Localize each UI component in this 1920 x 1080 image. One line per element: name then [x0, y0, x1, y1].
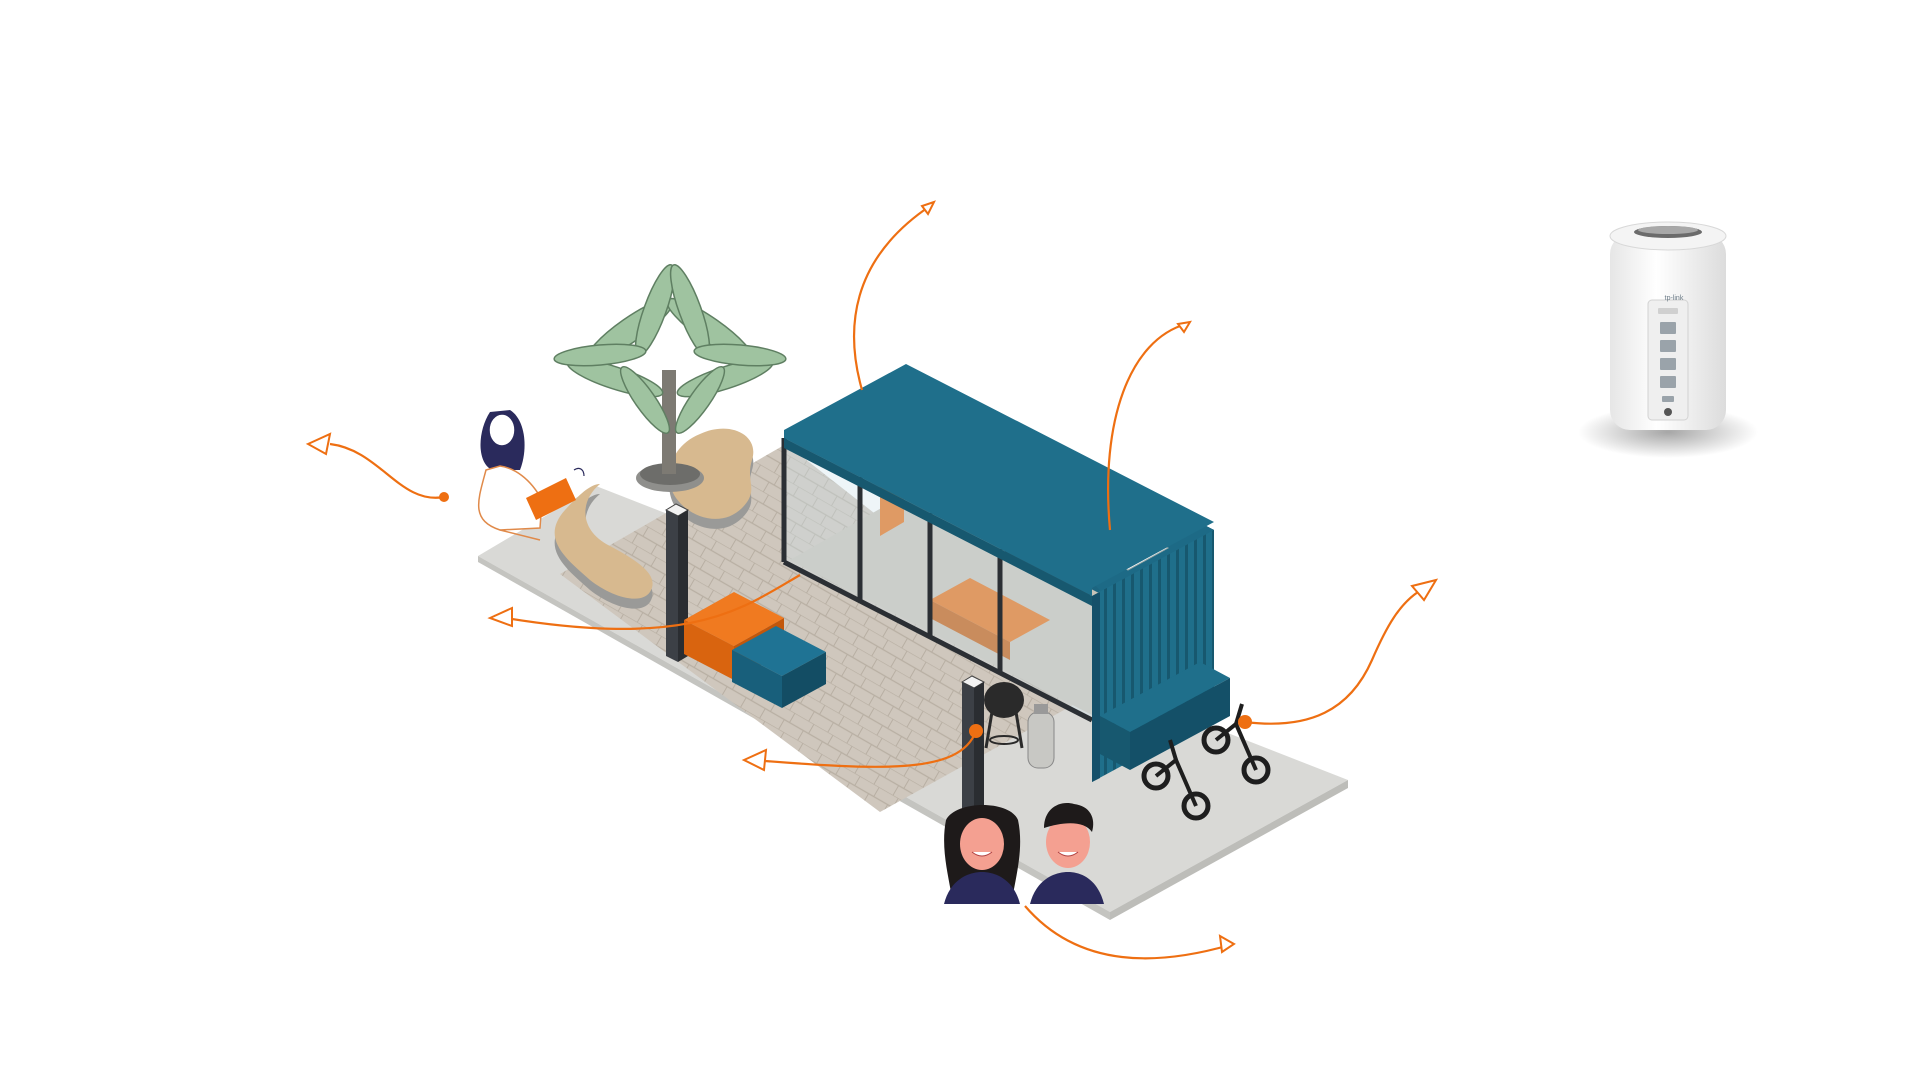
router-brand-label: tp-link	[1665, 295, 1684, 302]
signal-arrow-icon	[853, 205, 931, 391]
gas-cylinder-icon	[1027, 704, 1055, 769]
e-bike-icon	[1141, 703, 1271, 821]
curved-bench-left	[554, 484, 653, 609]
couple-avatars-icon	[944, 803, 1104, 904]
signal-arrow-icon	[1244, 587, 1426, 725]
signal-arrows	[329, 205, 1426, 960]
signal-arrow-icon	[751, 730, 978, 768]
shipping-container	[781, 364, 1214, 782]
glass-front	[781, 438, 1094, 723]
signal-arrow-heads	[305, 200, 1439, 954]
barbecue-grill-icon	[984, 682, 1024, 749]
signal-arrow-icon	[493, 574, 801, 631]
palm-tree-icon	[553, 263, 787, 492]
signal-arrow-icon	[1024, 905, 1231, 960]
signal-origins	[439, 492, 1252, 738]
signal-arrow-icon	[329, 442, 445, 499]
outdoor-seating	[684, 592, 826, 708]
curved-bench-right	[669, 428, 754, 529]
post-front	[960, 675, 986, 826]
router-icon: tp-link	[1578, 221, 1758, 458]
interior-sofa	[930, 578, 1050, 660]
planter-bench	[1100, 662, 1230, 770]
woman-with-laptop-icon	[478, 410, 585, 541]
signal-arrow-icon	[1106, 322, 1187, 531]
